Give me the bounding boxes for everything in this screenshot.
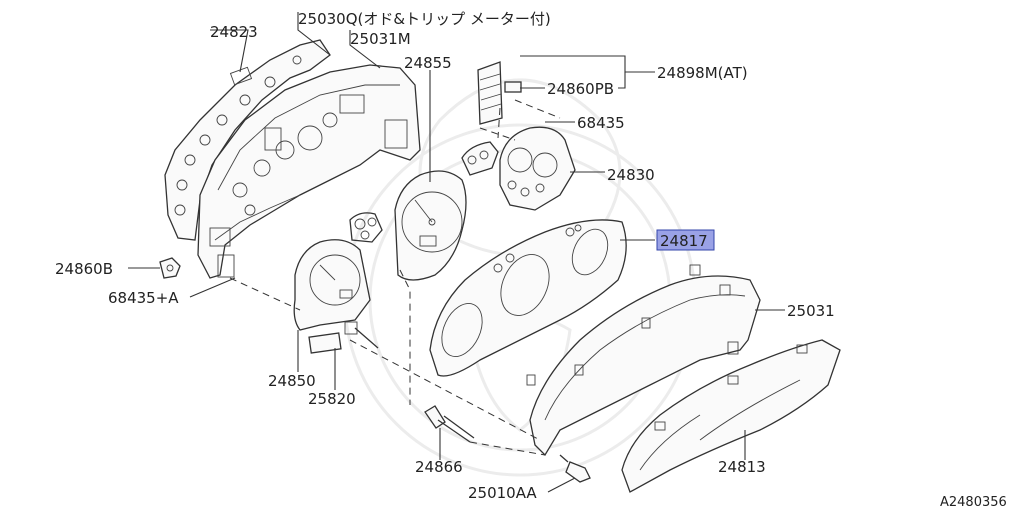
part-24898m-connector[interactable] <box>477 61 522 125</box>
label-24823[interactable]: 24823 <box>210 23 258 41</box>
label-25031m[interactable]: 25031M <box>350 30 411 48</box>
label-25820[interactable]: 25820 <box>308 390 356 408</box>
label-24898m[interactable]: 24898M(AT) <box>657 64 748 82</box>
label-25010aa[interactable]: 25010AA <box>468 484 537 502</box>
assembly-dashed-lines <box>229 99 561 456</box>
part-25031m-meter-case[interactable] <box>197 64 421 279</box>
label-24830[interactable]: 24830 <box>607 166 655 184</box>
label-24813[interactable]: 24813 <box>718 458 766 476</box>
label-24860b[interactable]: 24860B <box>55 260 113 278</box>
part-25031-cover[interactable] <box>526 264 761 457</box>
part-24830-sub-meter[interactable] <box>461 126 576 211</box>
reference-code: A2480356 <box>940 495 1007 510</box>
part-24817-mask[interactable] <box>429 219 627 377</box>
label-25031[interactable]: 25031 <box>787 302 835 320</box>
label-24866[interactable]: 24866 <box>415 458 463 476</box>
part-24855-speedometer-assy[interactable] <box>349 170 467 281</box>
label-24855[interactable]: 24855 <box>404 54 452 72</box>
part-24860b-bulb[interactable] <box>159 257 181 279</box>
leader-lines <box>128 12 785 493</box>
highlight-24817 <box>656 229 715 251</box>
label-24860pb[interactable]: 24860PB <box>547 80 614 98</box>
part-24823-rear-housing[interactable] <box>164 39 331 241</box>
part-24813-lens[interactable] <box>621 339 841 493</box>
label-24817[interactable]: 24817 <box>660 232 708 250</box>
label-24850[interactable]: 24850 <box>268 372 316 390</box>
label-68435[interactable]: 68435 <box>577 114 625 132</box>
part-25010aa-screw[interactable] <box>559 454 591 483</box>
part-24850-tachometer[interactable] <box>293 239 379 354</box>
label-68435a[interactable]: 68435+A <box>108 289 179 307</box>
label-25030q[interactable]: 25030Q(オド&トリップ メーター付) <box>298 10 551 28</box>
part-24866-pin[interactable] <box>424 405 475 443</box>
